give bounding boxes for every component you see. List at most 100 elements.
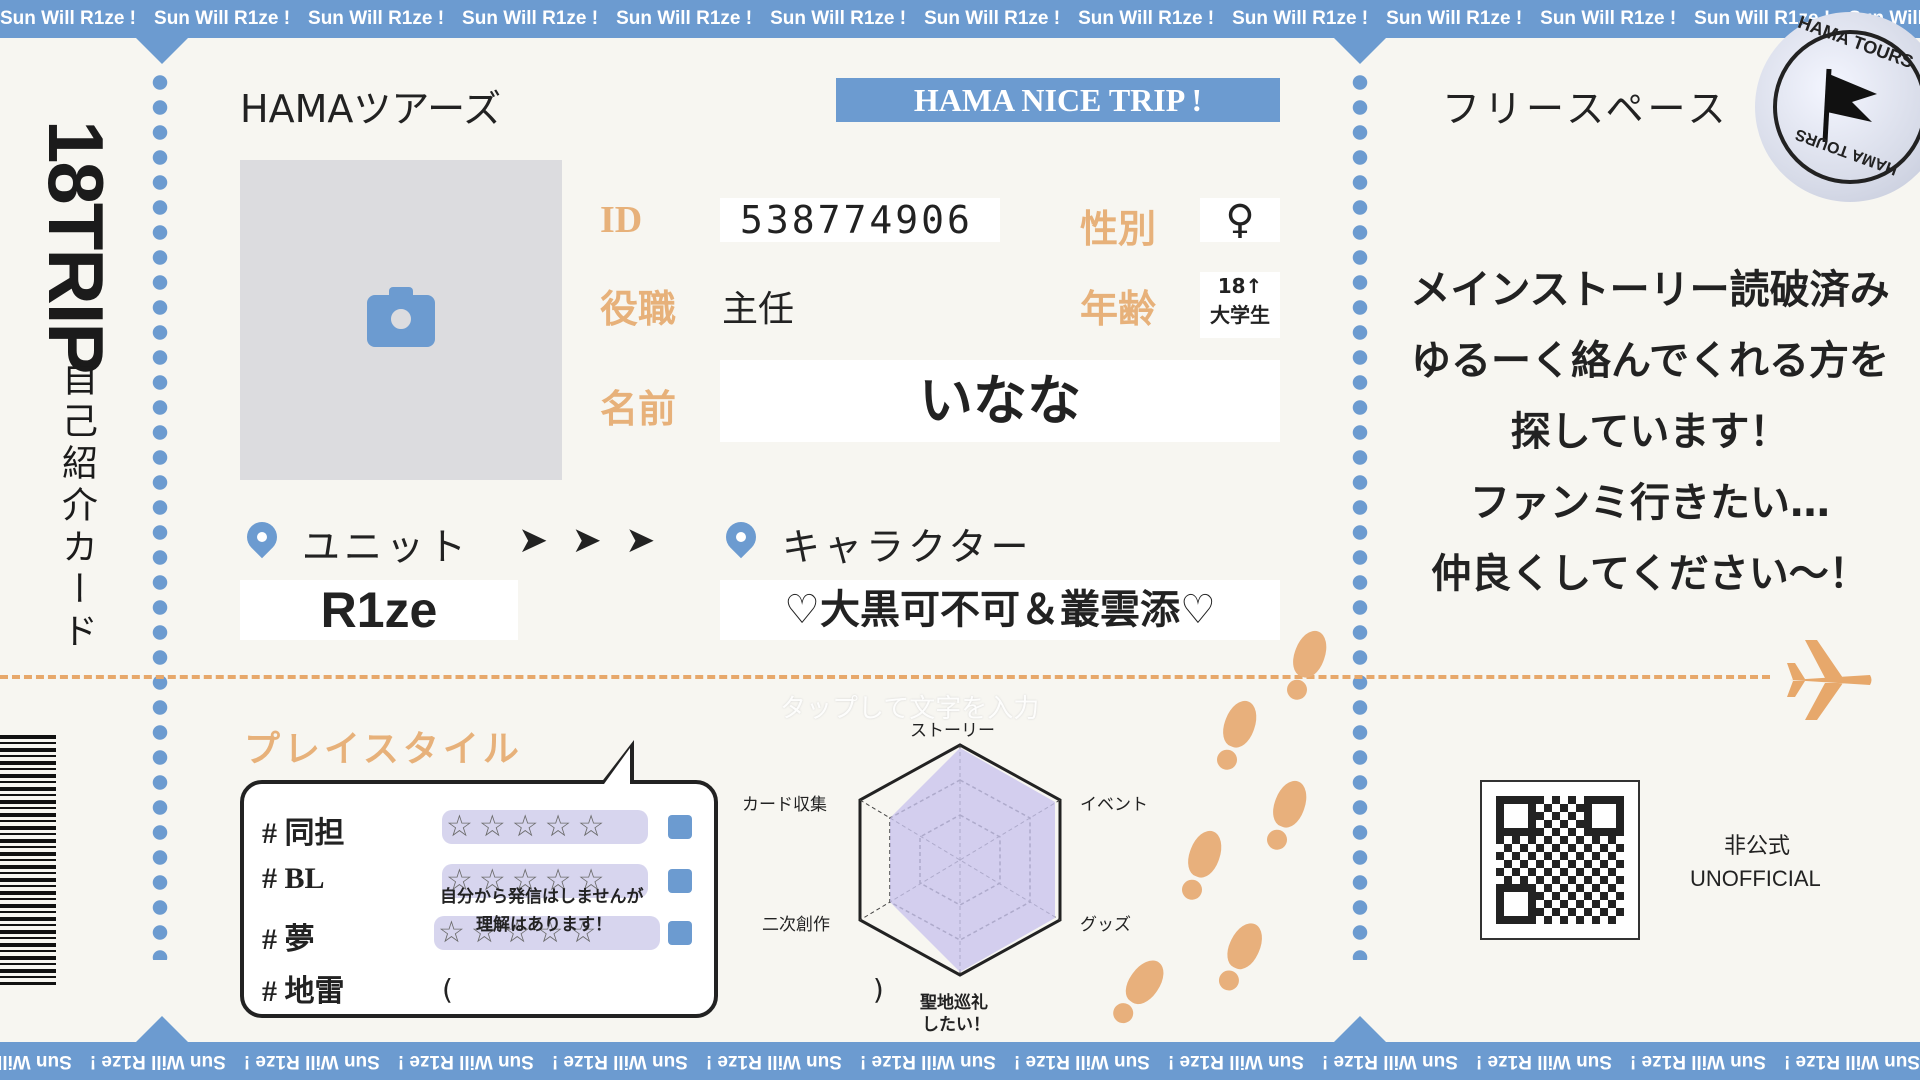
unit-label: ユニット [302,525,471,569]
note-line-1: 自分から発信はしませんが [440,887,644,907]
thumbs-up-icon [668,869,692,893]
radar-axis-pilgrimage: 聖地巡礼 [920,993,988,1013]
jirai-value[interactable]: ( ) [442,973,888,1006]
radar-axis-goods: グッズ [1080,915,1131,935]
stars-dotan[interactable]: ☆☆☆☆☆ [442,810,648,844]
radar-axis-story: ストーリー [910,721,995,741]
speech-tail-fill [604,748,630,784]
band-text: Sun Will R1ze ! [770,8,907,29]
name-label: 名前 [600,389,677,431]
side-title: 18TRIP [32,120,120,373]
band-text: Sun Will R1ze ! [1167,1051,1304,1072]
band-text: Sun Will R1ze ! [0,1051,72,1072]
hama-tours-stamp: HAMA TOURS HAMA TOURS [1755,12,1920,202]
unit-value[interactable]: R1ze [240,580,518,640]
airplane-icon [1787,640,1872,720]
footprint-icon [1217,696,1263,752]
stars-yume[interactable]: ☆☆☆☆☆ [434,916,660,950]
gender-label: 性別 [1080,209,1157,251]
footprint-icon [1118,953,1172,1011]
thumbs-up-icon [668,815,692,839]
side-subtitle: 自己紹介カード [56,360,97,654]
perforation-left [152,70,168,960]
notch [1334,38,1386,64]
qr-pattern [1496,796,1624,924]
barcode [0,735,56,985]
band-text: Sun Will R1ze ! [551,1051,688,1072]
id-field[interactable]: 538774906 [720,198,1000,242]
bottom-band: Sun Will R1ze ! Sun Will R1ze ! Sun Will R… [0,1042,1920,1080]
age-field[interactable]: 18↑ 大学生 [1200,272,1280,338]
thumbs-up-icon [668,921,692,945]
perforation-right [1352,70,1368,960]
band-text: Sun Will R1ze ! [1783,1051,1920,1072]
band-text: Sun Will R1ze ! [308,8,445,29]
notch [136,1016,188,1042]
age-value: 18↑ [1217,274,1263,298]
unofficial-jp: 非公式 [1724,834,1791,859]
name-value[interactable]: いなな [720,360,1280,442]
band-text: Sun Will R1ze ! [1386,8,1523,29]
camera-icon[interactable] [367,287,435,347]
row-label-jirai: # 地雷 [262,975,345,1008]
band-text: Sun Will R1ze ! [89,1051,226,1072]
band-text: Sun Will R1ze ! [1694,8,1831,29]
stamp-ring [1773,30,1920,184]
qr-code[interactable] [1480,780,1640,940]
radar-axis-fanwork: 二次創作 [762,915,830,935]
band-text: Sun Will R1ze ! [243,1051,380,1072]
band-text: Sun Will R1ze ! [616,8,753,29]
row-label-dotan: # 同担 [262,817,345,850]
playstyle-title: プレイスタイル [244,729,523,770]
band-text: Sun Will R1ze ! [859,1051,996,1072]
free-space-text[interactable]: メインストーリー読破済み ゆるーく絡んでくれる方を 探しています！ ファンミ行き… [1390,255,1910,610]
role-label: 役職 [600,289,677,331]
flag-icon [1822,68,1877,143]
free-line: 仲良くしてください～！ [1431,551,1869,597]
location-pin-icon [240,515,284,559]
top-band: Sun Will R1ze ! Sun Will R1ze ! Sun Will R… [0,0,1920,38]
note-line-2: 理解はあります！ [476,915,612,935]
arrows-icon: ➤ ➤ ➤ [518,520,662,561]
free-line: 探しています！ [1510,409,1790,455]
band-text: Sun Will R1ze ! [462,8,599,29]
footprint-icon [1287,626,1333,682]
radar-axis-event: イベント [1080,795,1148,815]
flight-dashed-line [0,675,1770,679]
band-text: Sun Will R1ze ! [1540,8,1677,29]
band-text: Sun Will R1ze ! [924,8,1061,29]
radar-axis-cards: カード収集 [742,795,827,815]
radar-area [890,748,1055,972]
footprint-icon [1221,917,1269,975]
band-text: Sun Will R1ze ! [1232,8,1369,29]
band-text: Sun Will R1ze ! [154,8,291,29]
role-value[interactable]: 主任 [722,289,795,330]
tap-hint[interactable]: タップして文字を入力 [780,694,1040,724]
band-text: Sun Will R1ze ! [1629,1051,1766,1072]
id-label: ID [600,199,643,241]
footprint-icon [1267,776,1313,832]
band-text: Sun Will R1ze ! [1321,1051,1458,1072]
id-value: 538774906 [740,198,973,242]
stars-bl[interactable]: ☆☆☆☆☆ [442,864,648,898]
free-space-title: フリースペース [1442,87,1730,131]
row-label-bl: # BL [262,862,325,895]
notch [136,38,188,64]
radar-chart [858,743,1062,977]
footprint-icon [1182,826,1228,882]
band-text: Sun Will R1ze ! [1013,1051,1150,1072]
location-pin-icon [719,515,763,559]
band-text: Sun Will R1ze ! [1078,8,1215,29]
age-label: 年齢 [1080,289,1157,331]
banner: HAMA NICE TRIP ! [836,78,1280,122]
character-value[interactable]: ♡大黒可不可＆叢雲添♡ [720,580,1280,640]
free-line: メインストーリー読破済み [1410,267,1890,313]
age-note: 大学生 [1210,303,1270,327]
band-text: Sun Will R1ze ! [0,8,137,29]
band-text: Sun Will R1ze ! [397,1051,534,1072]
unofficial-en: UNOFFICIAL [1690,866,1821,891]
gender-value[interactable]: ♀ [1200,198,1280,242]
free-line: ゆるーく絡んでくれる方を [1411,338,1889,384]
band-text: Sun Will R1ze ! [705,1051,842,1072]
radar-note: したい！ [922,1015,990,1035]
